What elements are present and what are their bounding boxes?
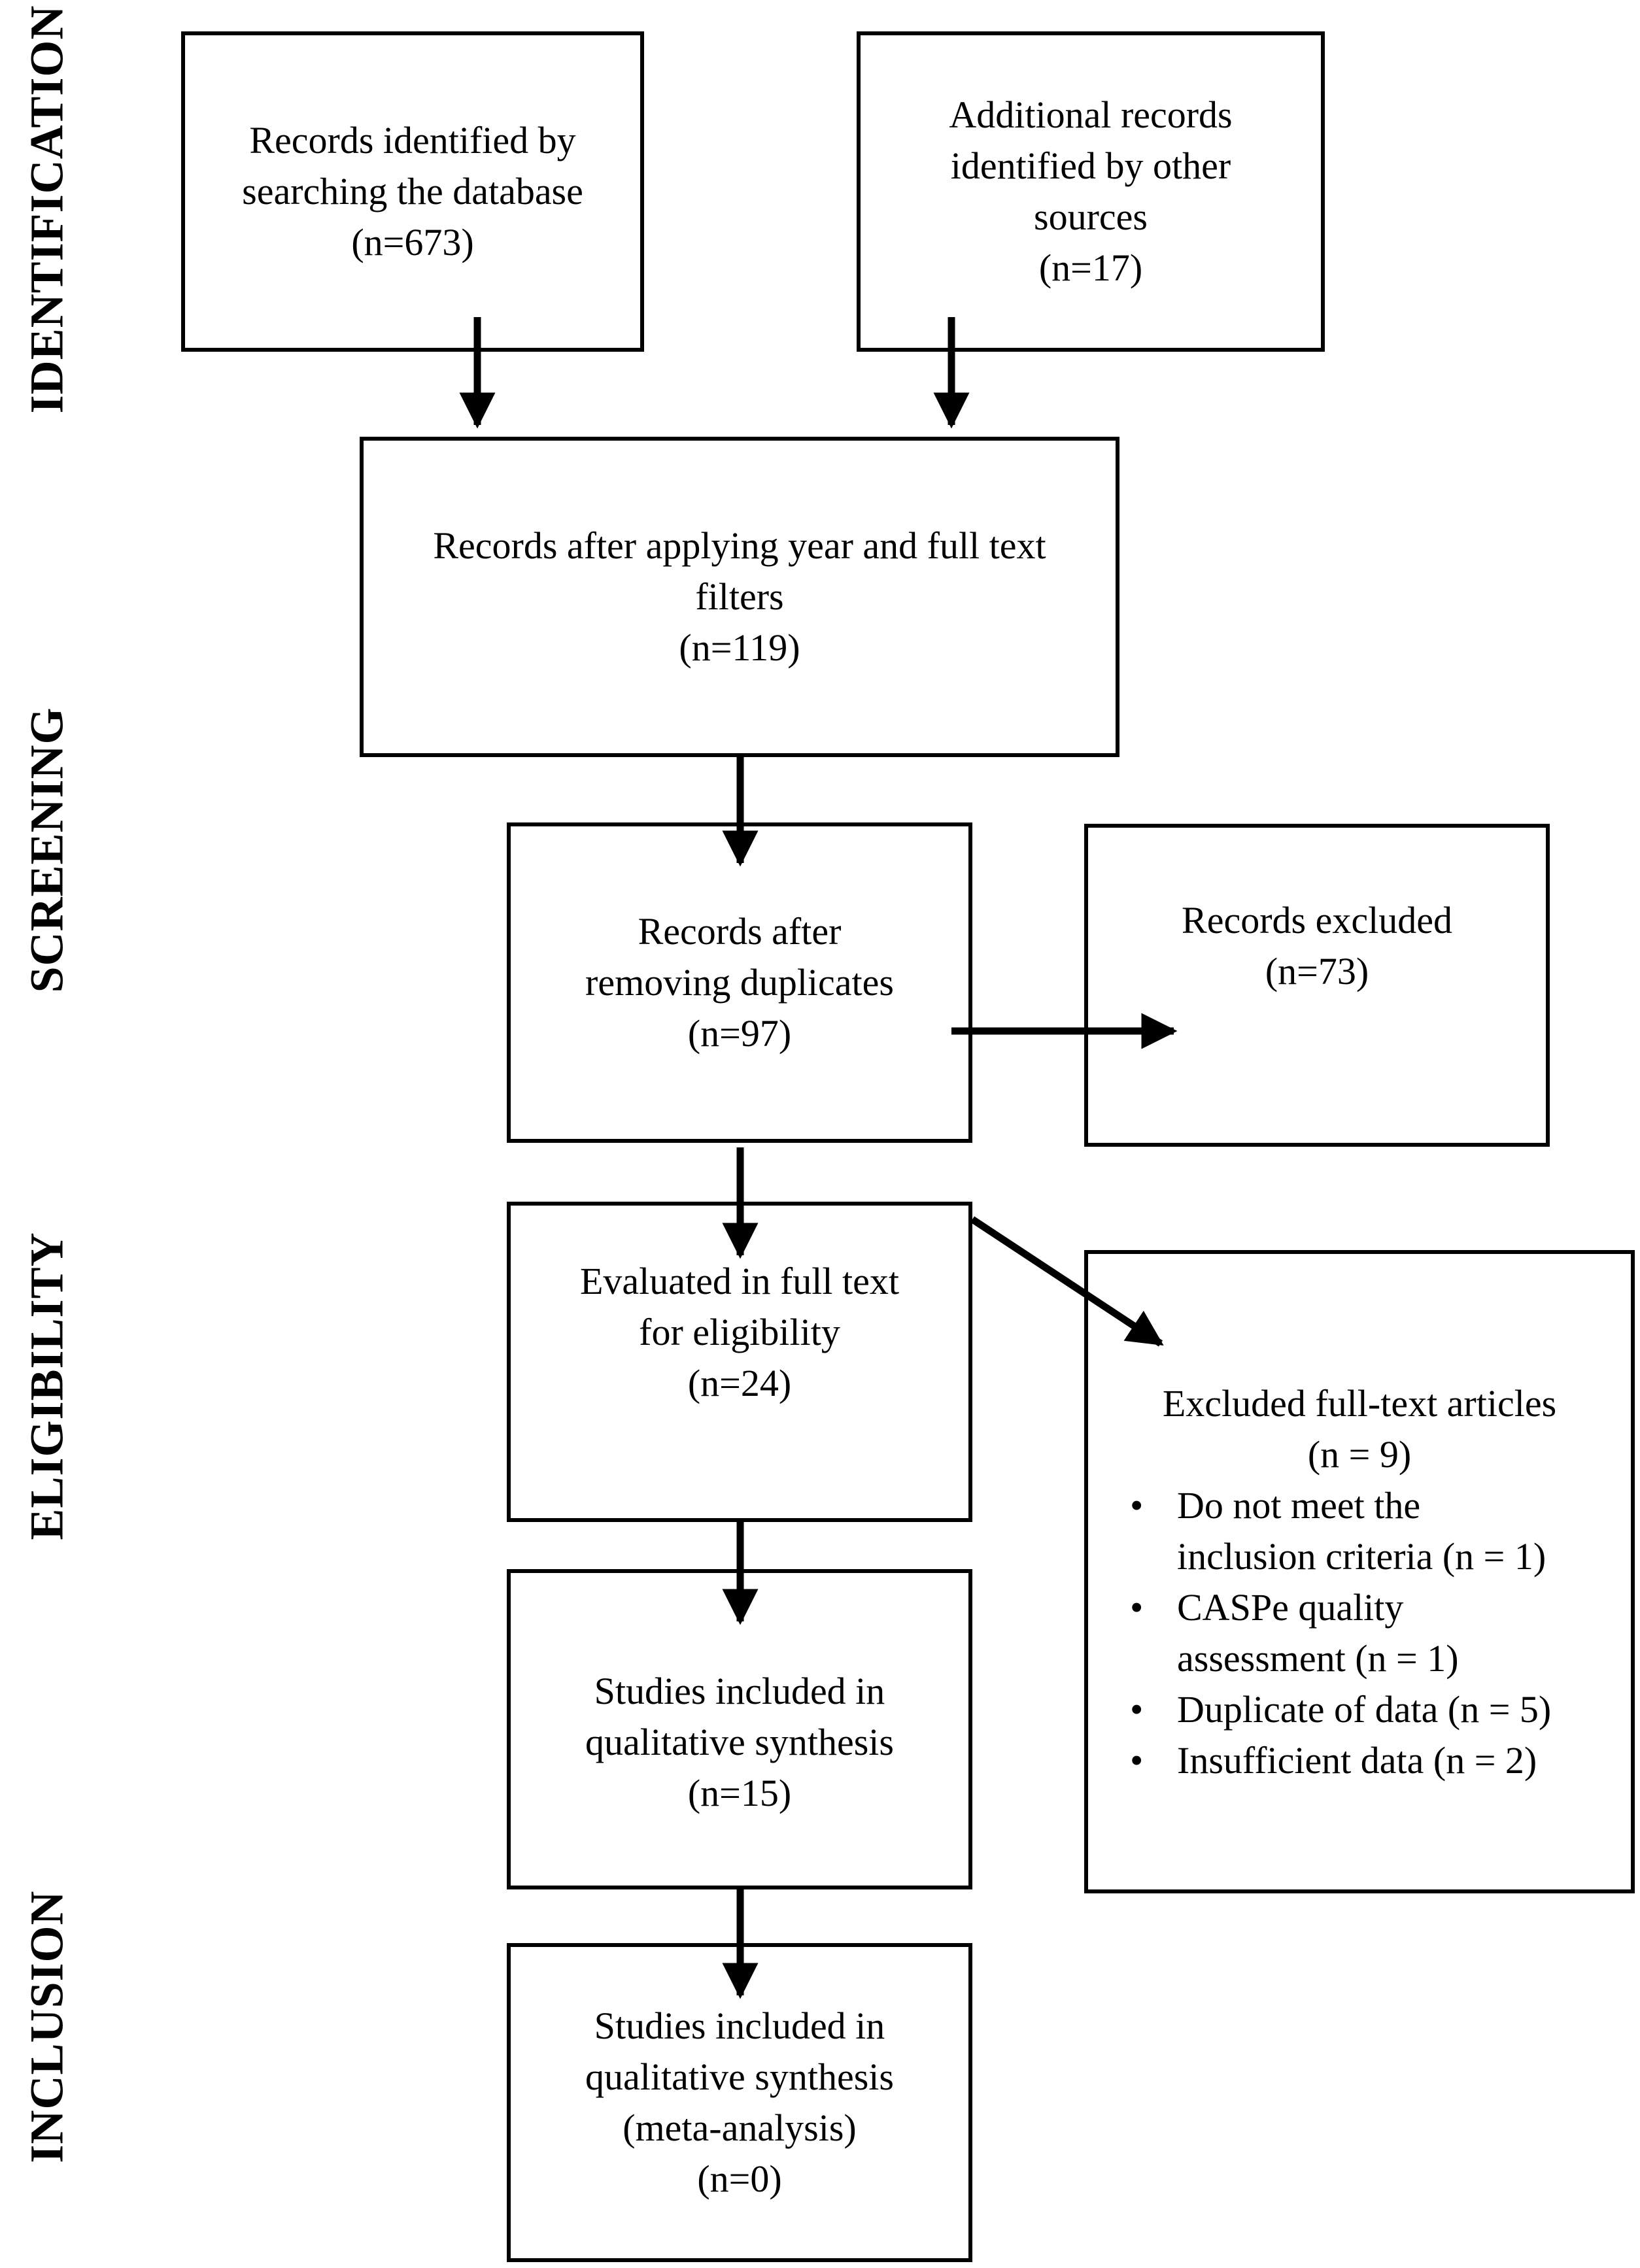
bullet-icon: • [1130,1688,1144,1731]
box-duplicates-count: (n=97) [687,1012,792,1055]
box-filters-line: Records after applying year and full tex… [433,524,1046,567]
box-qualitative-line: Studies included in [594,1670,885,1712]
excluded-reason-item: • CASPe quality assessment (n = 1) [1130,1582,1631,1684]
excluded-reason-text: CASPe quality [1177,1586,1404,1629]
excluded-reason-item: • Insufficient data (n = 2) [1130,1735,1631,1786]
box-database-line: searching the database [242,170,583,212]
excluded-full-text-title: Excluded full-text articles [1162,1382,1557,1425]
box-other-sources-line: sources [1034,195,1148,238]
box-other-sources-text: Additional records identified by other s… [949,90,1232,294]
box-qualitative-count: (n=15) [687,1772,792,1814]
bullet-icon: • [1130,1484,1144,1527]
box-other-sources-line: Additional records [949,93,1233,136]
excluded-reason-text: assessment (n = 1) [1177,1637,1459,1680]
box-duplicates-text: Records after removing duplicates (n=97) [585,906,894,1059]
box-qualitative-text: Studies included in qualitative synthesi… [585,1666,894,1819]
excluded-full-text-count: (n = 9) [1307,1433,1412,1476]
bullet-icon: • [1130,1739,1144,1782]
box-filters-text: Records after applying year and full tex… [433,520,1046,673]
box-filters-count: (n=119) [679,626,800,669]
box-other-sources-count: (n=17) [1038,246,1143,289]
excluded-reasons-list: • Do not meet the inclusion criteria (n … [1088,1480,1631,1786]
box-full-text-line: Evaluated in full text [579,1260,899,1302]
arrow-full-text-to-excluded [970,1216,1164,1347]
box-meta-line: qualitative synthesis [585,2056,894,2098]
box-excluded-text: Records excluded (n=73) [1182,895,1452,997]
excluded-reason-text: Duplicate of data (n = 5) [1177,1688,1552,1731]
excluded-reason-text: Insufficient data (n = 2) [1177,1739,1537,1782]
excluded-full-text-content: Excluded full-text articles (n = 9) • Do… [1088,1254,1631,1786]
excluded-reason-item: • Do not meet the inclusion criteria (n … [1130,1480,1631,1582]
box-meta-count: (n=0) [697,2158,782,2200]
box-database-line: Records identified by [249,119,576,161]
box-database: Records identified by searching the data… [181,31,644,352]
excluded-reason-text: Do not meet the [1177,1484,1421,1527]
box-excluded-count: (n=73) [1265,950,1369,992]
box-meta-line: Studies included in [594,2005,885,2047]
box-full-text: Evaluated in full text for eligibility (… [507,1202,972,1522]
box-database-text: Records identified by searching the data… [242,115,583,268]
box-other-sources-line: identified by other [950,144,1231,187]
box-meta-line: (meta-analysis) [623,2107,857,2149]
bullet-icon: • [1130,1586,1144,1629]
box-excluded-full-text: Excluded full-text articles (n = 9) • Do… [1084,1250,1635,1893]
box-excluded: Records excluded (n=73) [1084,824,1550,1147]
box-filters: Records after applying year and full tex… [360,437,1119,757]
box-full-text-count: (n=24) [687,1362,792,1404]
excluded-reason-text: inclusion criteria (n = 1) [1177,1535,1546,1578]
box-duplicates-line: Records after [638,910,842,953]
box-duplicates-line: removing duplicates [585,961,894,1004]
box-filters-line: filters [695,575,784,618]
box-duplicates: Records after removing duplicates (n=97) [507,822,972,1143]
excluded-reason-item: • Duplicate of data (n = 5) [1130,1684,1631,1735]
box-qualitative-line: qualitative synthesis [585,1721,894,1763]
box-excluded-line: Records excluded [1182,899,1452,941]
box-meta-text: Studies included in qualitative synthesi… [585,2001,894,2205]
box-database-count: (n=673) [351,221,474,263]
box-full-text-line: for eligibility [639,1311,840,1353]
box-full-text-text: Evaluated in full text for eligibility (… [580,1256,899,1409]
box-other-sources: Additional records identified by other s… [857,31,1325,352]
